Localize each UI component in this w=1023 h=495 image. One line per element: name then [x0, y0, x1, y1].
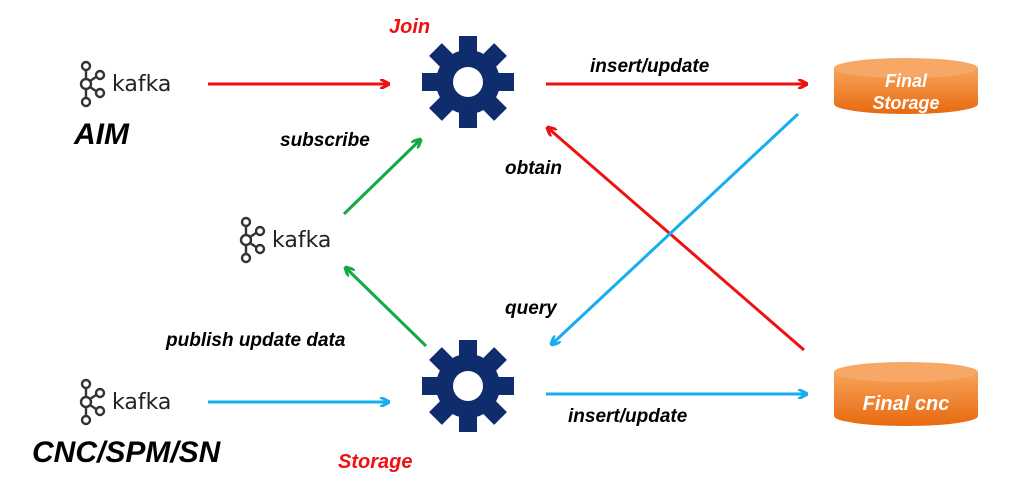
edge-label-subscribe: subscribe — [280, 130, 370, 151]
database-cylinder-icon — [834, 58, 978, 114]
arrow-query-from-final-storage — [552, 112, 800, 344]
final-cnc-db: Final cnc — [834, 362, 978, 428]
edge-label-publish-update-data: publish update data — [166, 330, 346, 351]
source-name-aim: AIM — [74, 118, 129, 151]
kafka-source-cnc: kafka — [76, 378, 171, 426]
kafka-broker: kafka — [236, 216, 331, 264]
kafka-logo-icon — [239, 216, 266, 264]
final-storage-label-line2: Storage — [872, 93, 940, 113]
source-name-cnc-spm-sn: CNC/SPM/SN — [32, 436, 221, 469]
kafka-logo-icon — [79, 378, 106, 426]
kafka-logo-text: kafka — [112, 71, 172, 97]
edge-label-obtain: obtain — [505, 158, 562, 179]
gear-icon — [422, 340, 514, 432]
edge-label-insert-update-bottom: insert/update — [568, 406, 688, 427]
final-storage-label-line1: Final — [884, 71, 927, 91]
final-storage-db: Final Storage — [834, 58, 978, 120]
arrow-subscribe — [342, 140, 420, 216]
kafka-logo-text: kafka — [272, 227, 332, 253]
database-cylinder-icon — [834, 362, 978, 426]
kafka-logo-icon — [79, 60, 106, 108]
kafka-source-aim: kafka — [76, 60, 171, 108]
join-label: Join — [389, 16, 431, 38]
final-cnc-label: Final cnc — [862, 393, 950, 415]
kafka-logo-text: kafka — [112, 389, 172, 415]
arrow-publish-update-data — [346, 268, 428, 348]
edge-label-insert-update-top: insert/update — [590, 56, 710, 77]
arrow-obtain-from-final-cnc — [548, 128, 805, 352]
storage-label: Storage — [338, 451, 413, 473]
gear-icon — [422, 36, 514, 128]
edge-label-query: query — [505, 298, 557, 319]
